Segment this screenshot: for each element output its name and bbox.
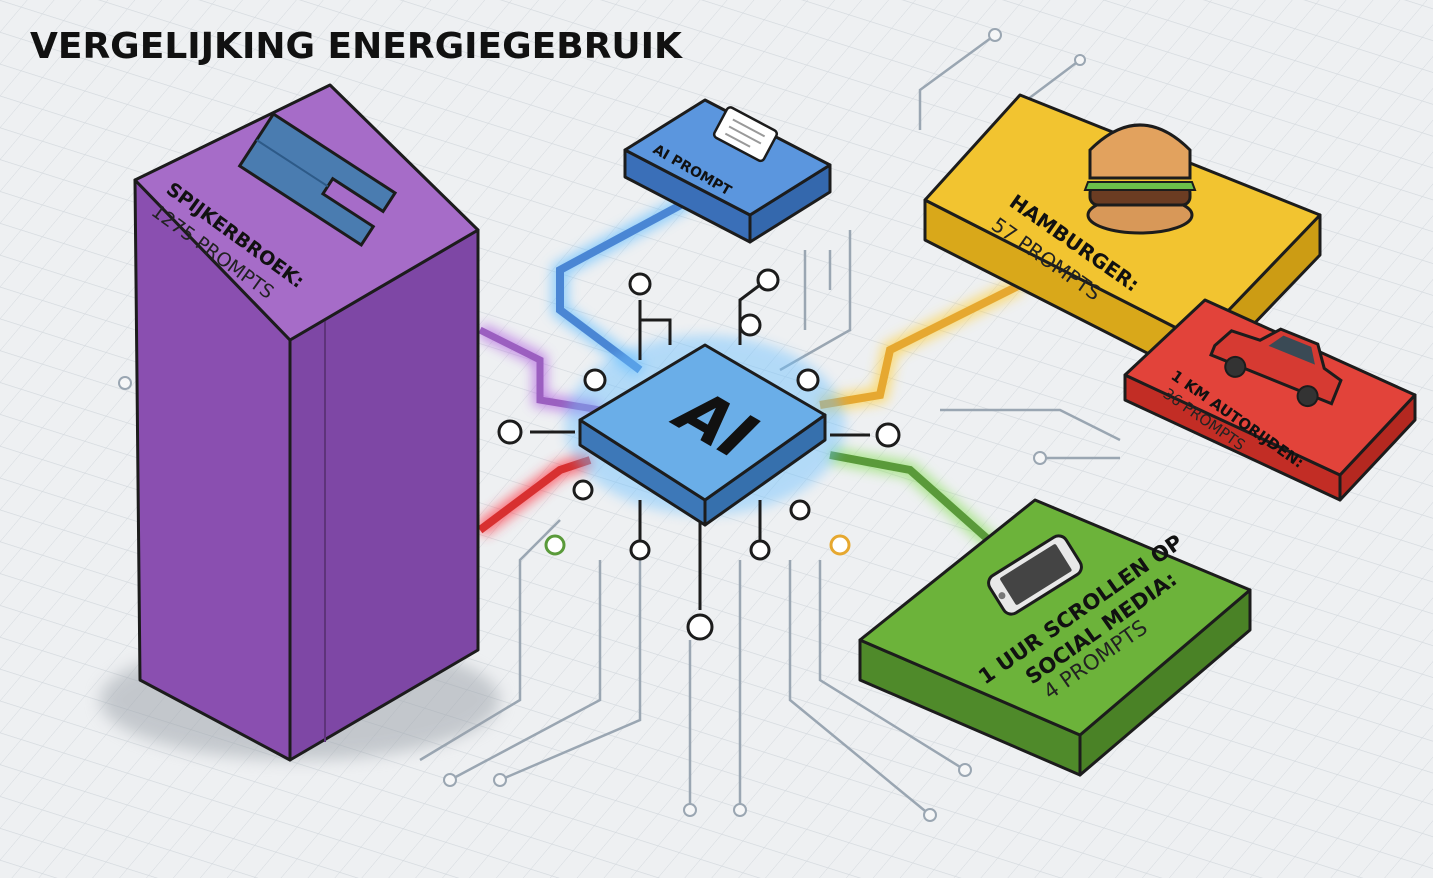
chat-bubble-icon xyxy=(712,106,779,163)
jeans-column: SPIJKERBROEK: 1275 PROMPTS xyxy=(100,83,500,762)
car-icon xyxy=(1209,327,1343,408)
hamburger-icon xyxy=(1083,123,1197,235)
ai-prompt-box: AI PROMPT xyxy=(623,98,832,244)
energy-connectors xyxy=(475,192,1024,556)
ai-chip: AI xyxy=(497,268,901,641)
hamburger-block: HAMBURGER: 57 PROMPTS xyxy=(923,93,1322,382)
jeans-icon xyxy=(237,111,398,248)
smartphone-icon xyxy=(987,534,1083,616)
social-media-block: 1 UUR SCROLLEN OP SOCIAL MEDIA: 4 PROMPT… xyxy=(858,498,1252,777)
page-title: VERGELIJKING ENERGIEGEBRUIK xyxy=(30,26,683,67)
chip-pins xyxy=(497,268,901,641)
